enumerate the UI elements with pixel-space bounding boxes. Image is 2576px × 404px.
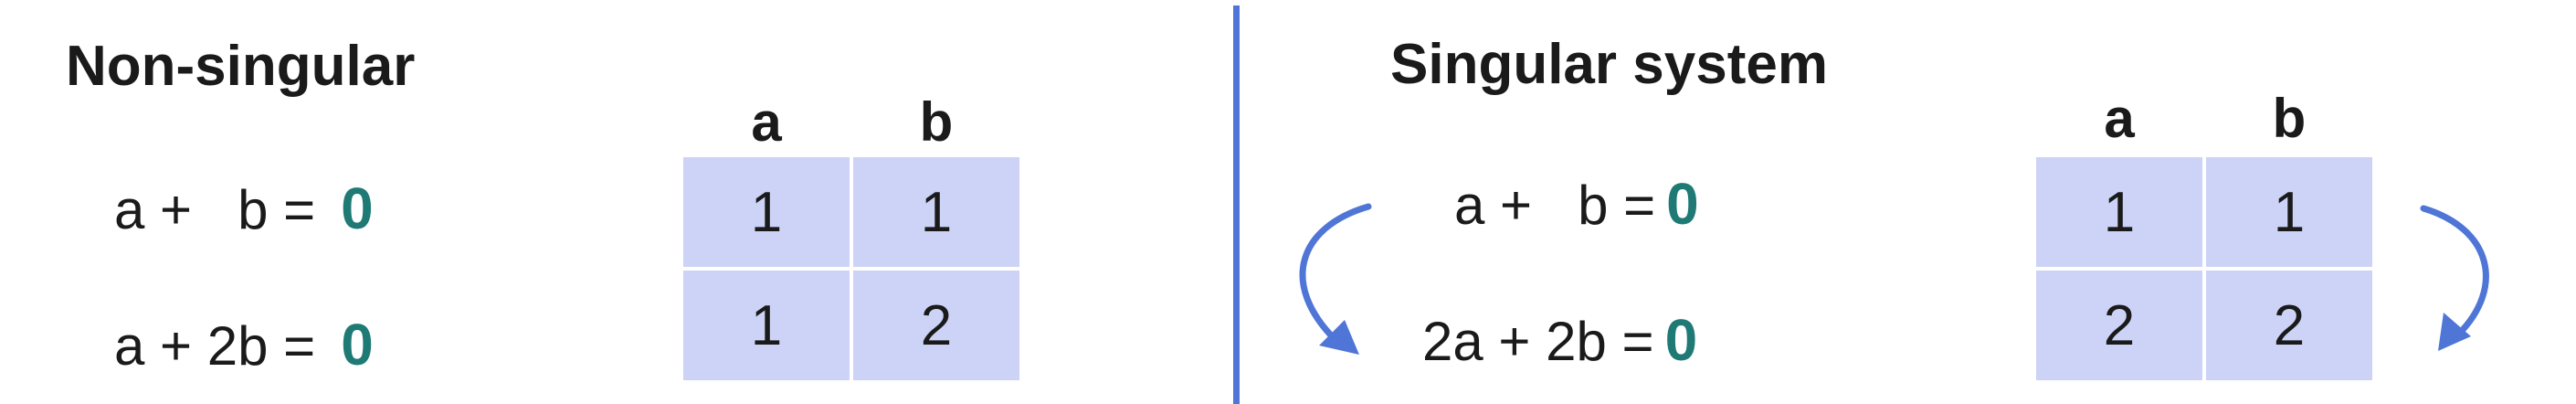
equation-lhs: a + b = <box>114 179 316 240</box>
panel-title: Non-singular <box>66 35 416 98</box>
panel-divider <box>1233 5 1240 404</box>
column-header-b: b <box>2272 88 2307 149</box>
matrix-cell: 1 <box>683 157 850 267</box>
matrix-cell: 1 <box>2036 157 2202 267</box>
equation-rhs: 0 <box>341 175 374 241</box>
matrix-cell: 1 <box>2206 157 2372 267</box>
matrix-cell: 1 <box>683 271 850 380</box>
curved-arrow-left-icon <box>1299 203 1372 355</box>
matrix-cell: 2 <box>853 271 1019 380</box>
equation-lhs: a + 2b = <box>114 315 316 377</box>
equation-2: 2a + 2b = 0 <box>1422 308 1697 374</box>
panel-title: Singular system <box>1390 33 1828 96</box>
matrix-cell: 1 <box>853 157 1019 267</box>
matrix-cell: 2 <box>2206 271 2372 380</box>
equation-2: a + 2b = 0 <box>114 313 374 378</box>
matrix-cell: 2 <box>2036 271 2202 380</box>
equation-1: a + b = 0 <box>114 176 374 242</box>
coefficient-matrix: 1 1 1 2 <box>683 157 1019 380</box>
coefficient-matrix: 1 1 2 2 <box>2036 157 2372 380</box>
equation-rhs: 0 <box>1666 171 1699 237</box>
curved-arrow-right-icon <box>2420 205 2489 351</box>
column-header-b: b <box>919 91 954 153</box>
non-singular-panel: Non-singular a + b = 0 a + 2b = 0 a b 1 … <box>0 0 1229 404</box>
equation-rhs: 0 <box>341 312 374 377</box>
equation-1: a + b = 0 <box>1454 172 1699 238</box>
equation-rhs: 0 <box>1664 307 1698 373</box>
singular-panel: Singular system a + b = 0 2a + 2b = 0 a … <box>1244 0 2576 404</box>
column-header-a: a <box>2104 88 2135 149</box>
equation-lhs: 2a + 2b = <box>1422 311 1654 372</box>
equation-lhs: a + b = <box>1454 175 1656 236</box>
column-header-a: a <box>751 91 782 153</box>
